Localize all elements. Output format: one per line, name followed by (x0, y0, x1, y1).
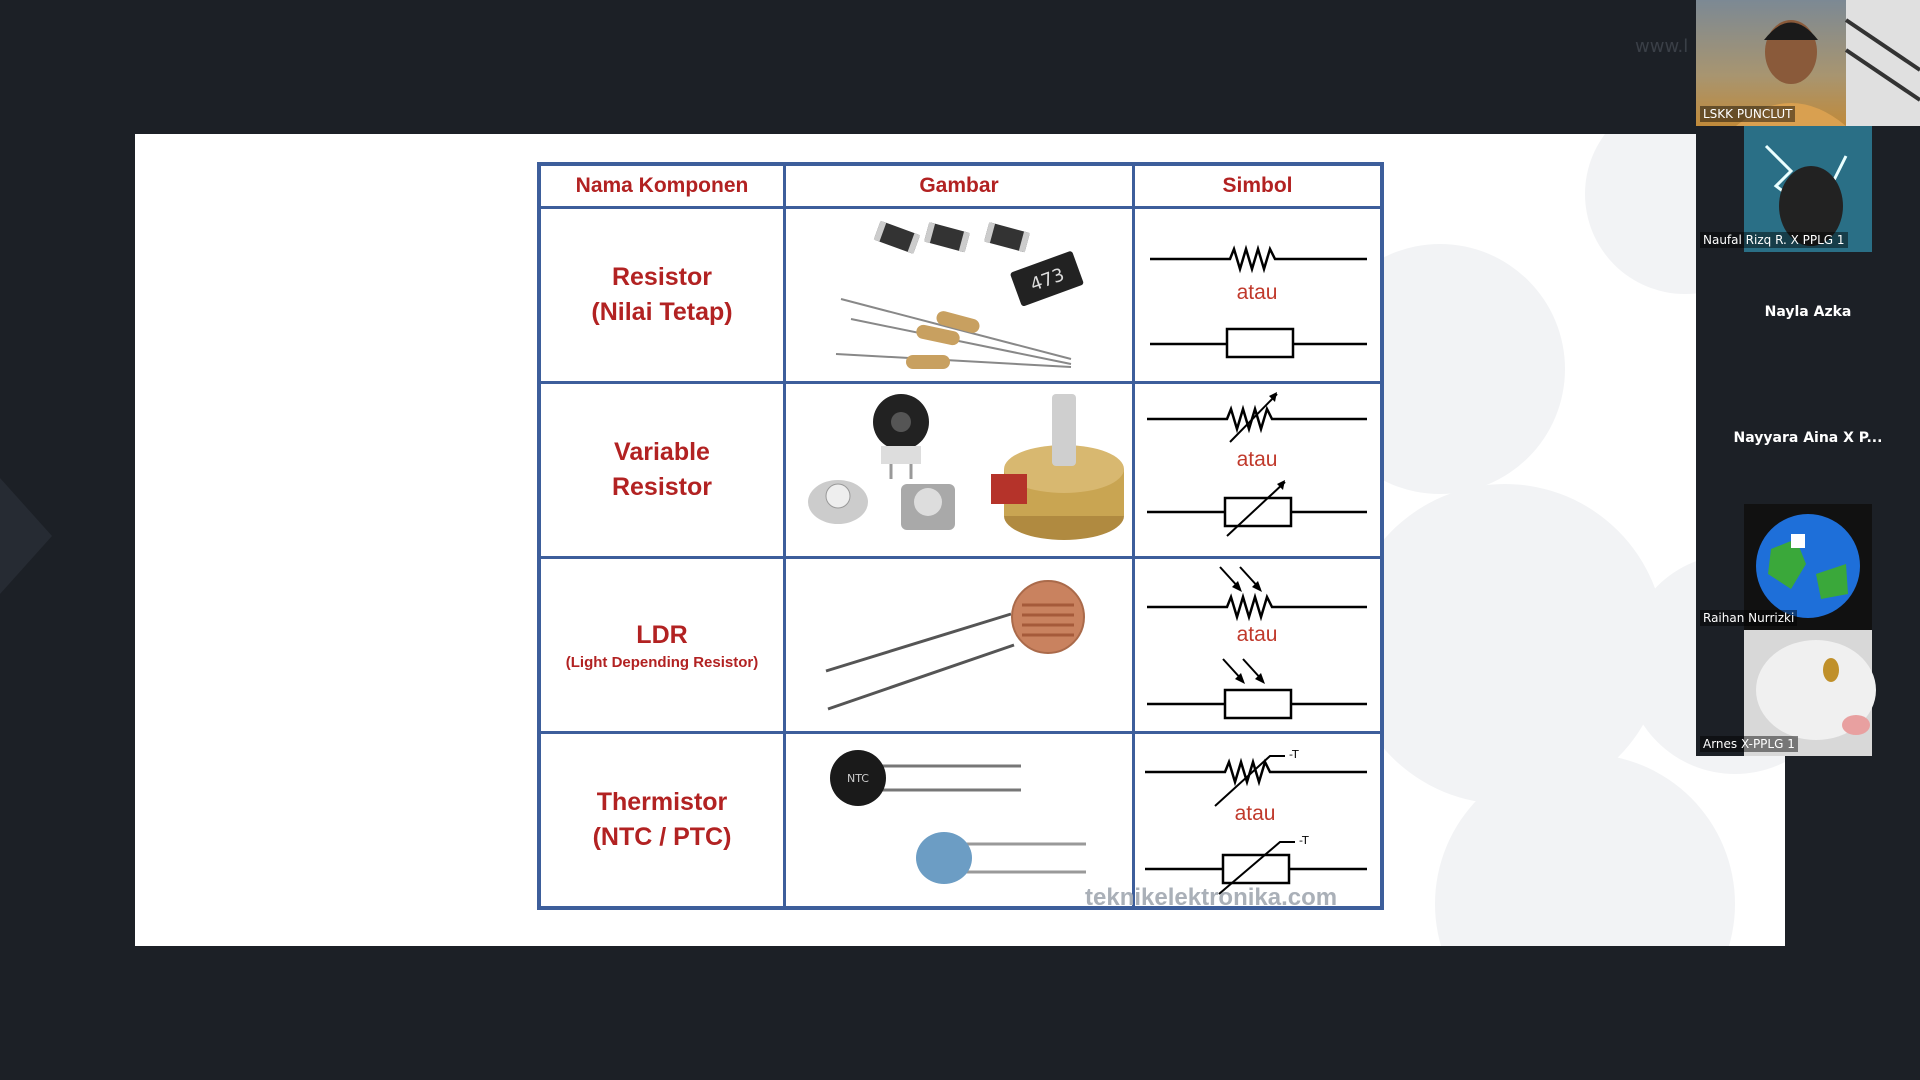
participant-name: Arnes X-PPLG 1 (1700, 736, 1798, 752)
atau-label: atau (1237, 281, 1278, 304)
component-symbol-cell: -T atau -T (1132, 731, 1384, 910)
header-simbol: Simbol (1132, 162, 1384, 209)
fixed-resistor-picture: 473 (835, 220, 1084, 369)
fixed-resistor-symbol: atau (1150, 244, 1367, 359)
participant-name: Raihan Nurrizki (1700, 610, 1798, 626)
header-nama-komponen: Nama Komponen (537, 162, 786, 209)
component-subname: Resistor (611, 473, 713, 501)
atau-label: atau (1237, 448, 1278, 471)
thermistor-symbol: -T atau -T (1145, 748, 1367, 895)
table-row: Resistor (Nilai Tetap) 473 (537, 206, 1384, 384)
component-picture-cell (783, 556, 1135, 734)
participant-name: Nayyara Aina X P... (1733, 430, 1883, 446)
component-name: Resistor (611, 263, 713, 291)
component-subname: (Light Depending Resistor) (565, 653, 759, 671)
participant-tile[interactable]: Raihan Nurrizki (1696, 504, 1920, 630)
component-picture-cell (783, 381, 1135, 559)
temperature-label: -T (1289, 748, 1299, 761)
component-name-cell: LDR (Light Depending Resistor) (537, 556, 786, 734)
table-header-row: Nama Komponen Gambar Simbol (537, 162, 1384, 209)
thermistor-picture: NTC (830, 750, 1086, 884)
participant-tile[interactable]: Arnes X-PPLG 1 (1696, 630, 1920, 756)
header-gambar: Gambar (783, 162, 1135, 209)
atau-label: atau (1237, 623, 1278, 646)
slide-background-circle (1345, 484, 1665, 804)
component-picture-cell: 473 (783, 206, 1135, 384)
participant-tile[interactable]: Nayla Azka (1696, 252, 1920, 378)
side-arrow-decoration (0, 478, 52, 594)
table-row: Thermistor (NTC / PTC) NTC (537, 731, 1384, 910)
table-row: Variable Resistor (537, 381, 1384, 559)
participant-avatar (1744, 504, 1872, 630)
component-name: Thermistor (596, 788, 728, 816)
participant-name: Nayla Azka (1764, 304, 1852, 320)
component-subname: (NTC / PTC) (592, 823, 732, 851)
watermark-url: www.l (1635, 36, 1689, 57)
variable-resistor-picture (808, 394, 1124, 540)
participant-tile[interactable]: LSKK PUNCLUT (1696, 0, 1920, 126)
participant-avatar (1744, 630, 1876, 756)
component-symbol-cell: atau (1132, 381, 1384, 559)
component-picture-cell: NTC (783, 731, 1135, 910)
component-name-cell: Resistor (Nilai Tetap) (537, 206, 786, 384)
variable-resistor-symbol: atau (1147, 392, 1367, 537)
component-name-cell: Thermistor (NTC / PTC) (537, 731, 786, 910)
participant-tile[interactable]: Nayyara Aina X P... (1696, 378, 1920, 504)
ldr-symbol: atau (1147, 566, 1367, 720)
participant-avatar (1744, 126, 1872, 252)
participant-video (1736, 0, 1920, 126)
site-watermark: teknikelektronika.com (1085, 884, 1338, 911)
component-name: Variable (614, 438, 710, 466)
component-name: LDR (636, 620, 688, 649)
ntc-part-label: NTC (847, 772, 869, 785)
temperature-label: -T (1299, 834, 1309, 847)
participant-tile[interactable]: Naufal Rizq R. X PPLG 1 (1696, 126, 1920, 252)
atau-label: atau (1235, 802, 1276, 825)
component-symbol-cell: atau (1132, 556, 1384, 734)
component-symbol-cell: atau (1132, 206, 1384, 384)
component-name-cell: Variable Resistor (537, 381, 786, 559)
component-subname: (Nilai Tetap) (591, 298, 733, 326)
component-table: Nama Komponen Gambar Simbol Resistor (Ni… (537, 162, 1384, 910)
shared-slide: Nama Komponen Gambar Simbol Resistor (Ni… (135, 134, 1785, 946)
table-row: LDR (Light Depending Resistor) (537, 556, 1384, 734)
participant-name: Naufal Rizq R. X PPLG 1 (1700, 232, 1848, 248)
ldr-picture (825, 580, 1085, 711)
participant-name: LSKK PUNCLUT (1700, 106, 1796, 122)
